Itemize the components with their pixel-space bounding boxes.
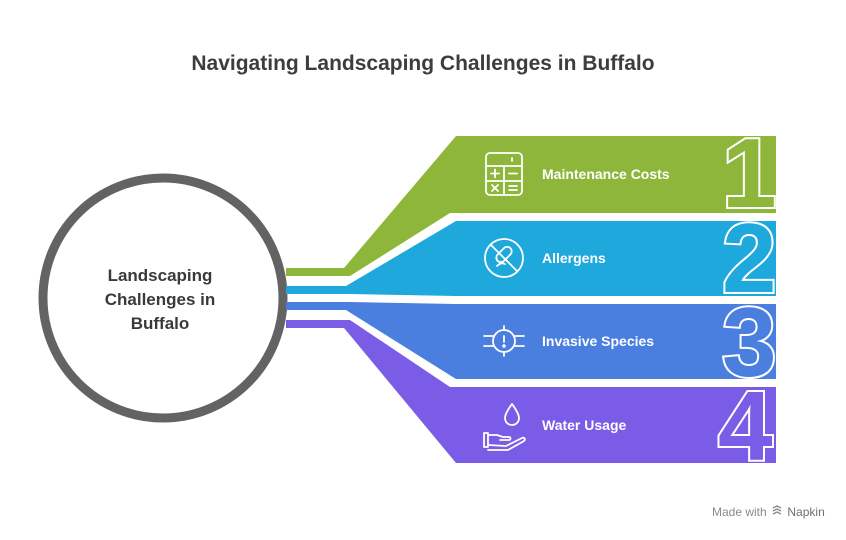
band-4[interactable]	[286, 320, 776, 463]
footer-credit[interactable]: Made with Napkin	[712, 505, 825, 519]
napkin-logo-icon	[772, 505, 782, 515]
band-3[interactable]	[286, 302, 776, 379]
virus-icon	[483, 325, 525, 357]
number-4: 4	[718, 371, 773, 481]
footer-prefix: Made with	[712, 505, 767, 519]
page-title: Navigating Landscaping Challenges in Buf…	[191, 52, 655, 75]
item-label-invasive-species: Invasive Species	[542, 333, 655, 349]
center-label: Landscaping Challenges in Buffalo	[70, 264, 250, 336]
center-label-line: Challenges in	[104, 290, 216, 309]
item-label-water-usage: Water Usage	[542, 417, 627, 433]
item-label-allergens: Allergens	[542, 250, 606, 266]
number-3: 3	[722, 287, 777, 397]
center-label-line: Landscaping	[107, 266, 213, 285]
number-2: 2	[722, 203, 777, 313]
center-label-line: Buffalo	[130, 314, 190, 333]
number-1: 1	[722, 118, 777, 228]
calculator-icon	[485, 152, 523, 196]
water-hand-icon	[483, 403, 526, 451]
no-allergen-icon	[484, 238, 524, 278]
footer-brand: Napkin	[787, 505, 825, 519]
band-1[interactable]	[286, 136, 776, 276]
center-circle	[38, 173, 288, 423]
band-2[interactable]	[286, 221, 776, 296]
item-label-maintenance-costs: Maintenance Costs	[542, 166, 670, 182]
